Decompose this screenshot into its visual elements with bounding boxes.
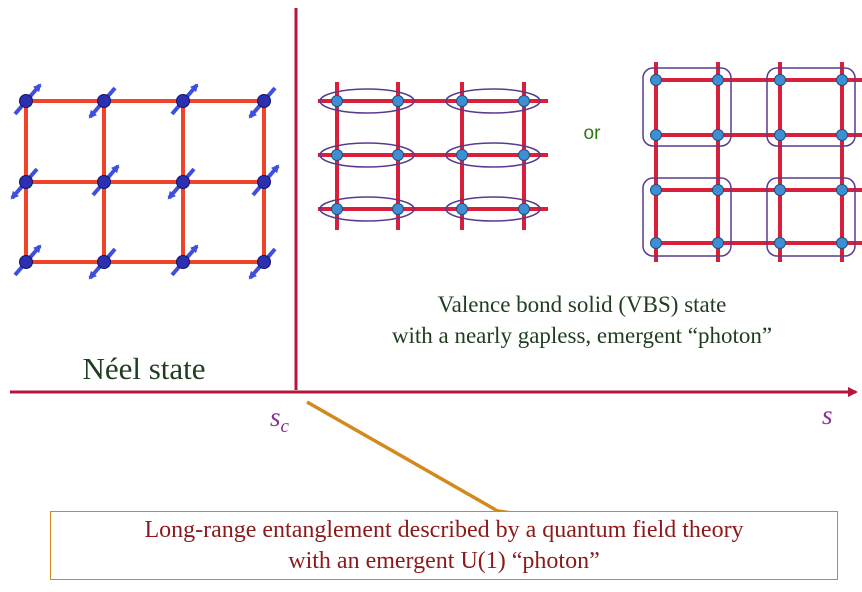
lattice-site-icon — [331, 95, 343, 107]
dimer-ring — [445, 196, 541, 222]
lattice-site-icon — [331, 203, 343, 215]
lattice-site-icon — [774, 129, 786, 141]
lattice-site-icon — [19, 94, 33, 108]
lattice-site-icon — [97, 255, 111, 269]
neel-caption: Néel state — [82, 351, 205, 386]
callout-line2: with an emergent U(1) “photon” — [288, 548, 600, 574]
lattice-site-icon — [774, 184, 786, 196]
lattice-site-icon — [392, 149, 404, 161]
lattice-site-icon — [97, 175, 111, 189]
lattice-site-icon — [392, 203, 404, 215]
lattice-site-icon — [836, 129, 848, 141]
lattice-site-icon — [650, 129, 662, 141]
dimer-ring — [445, 88, 541, 114]
critical-point-label: sc — [270, 402, 290, 437]
or-label: or — [584, 123, 602, 144]
callout-arrow — [306, 400, 513, 524]
lattice-site-icon — [456, 149, 468, 161]
lattice-site-icon — [650, 237, 662, 249]
dimer-ring — [445, 142, 541, 168]
vbs-plaquette-lattice — [642, 62, 862, 262]
lattice-site-icon — [650, 74, 662, 86]
critical-point-subscript: c — [281, 416, 290, 437]
vbs-columnar-lattice — [318, 82, 548, 230]
lattice-site-icon — [392, 95, 404, 107]
lattice-site-icon — [650, 184, 662, 196]
plaquette-ring — [642, 67, 732, 147]
lattice-site-icon — [19, 255, 33, 269]
lattice-site-icon — [774, 74, 786, 86]
plaquette-ring — [642, 177, 732, 257]
lattice-site-icon — [518, 149, 530, 161]
dimer-ring — [319, 196, 415, 222]
lattice-site-icon — [257, 255, 271, 269]
lattice-site-icon — [518, 203, 530, 215]
critical-point-symbol: s — [270, 402, 281, 432]
lattice-site-icon — [97, 94, 111, 108]
dimer-ring — [319, 88, 415, 114]
plaquette-ring — [766, 67, 856, 147]
lattice-site-icon — [176, 94, 190, 108]
axis-label-s: s — [822, 400, 833, 430]
lattice-site-icon — [176, 255, 190, 269]
plaquette-ring — [766, 177, 856, 257]
lattice-site-icon — [257, 175, 271, 189]
neel-lattice — [10, 83, 280, 280]
callout-box: Long-range entanglement described by a q… — [50, 511, 838, 580]
dimer-ring — [319, 142, 415, 168]
lattice-site-icon — [712, 184, 724, 196]
vbs-caption-line2: with a nearly gapless, emergent “photon” — [392, 323, 772, 348]
lattice-site-icon — [518, 95, 530, 107]
lattice-site-icon — [712, 129, 724, 141]
vbs-caption-line1: Valence bond solid (VBS) state — [438, 292, 727, 317]
lattice-site-icon — [712, 237, 724, 249]
lattice-site-icon — [836, 74, 848, 86]
callout-line1: Long-range entanglement described by a q… — [144, 517, 744, 543]
lattice-site-icon — [331, 149, 343, 161]
lattice-site-icon — [456, 203, 468, 215]
lattice-site-icon — [836, 184, 848, 196]
lattice-site-icon — [257, 94, 271, 108]
lattice-site-icon — [836, 237, 848, 249]
lattice-site-icon — [176, 175, 190, 189]
lattice-site-icon — [774, 237, 786, 249]
lattice-site-icon — [712, 74, 724, 86]
lattice-site-icon — [19, 175, 33, 189]
lattice-site-icon — [456, 95, 468, 107]
